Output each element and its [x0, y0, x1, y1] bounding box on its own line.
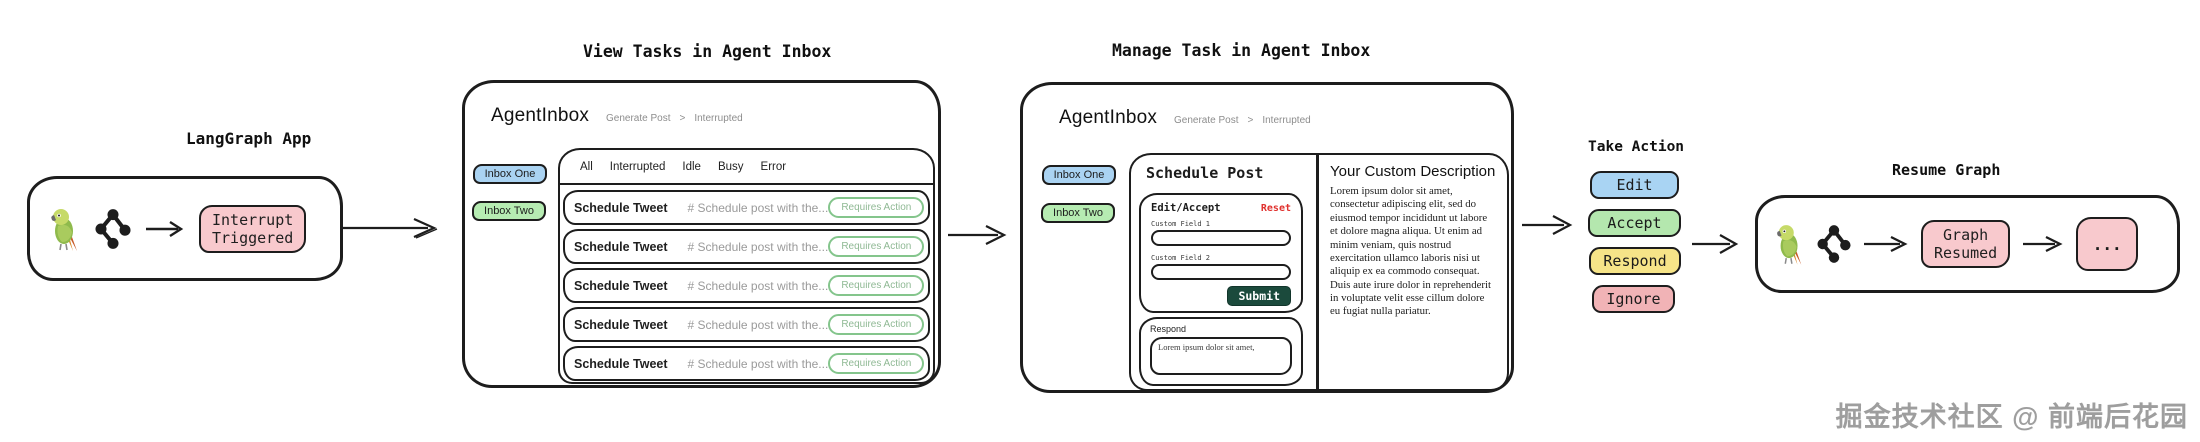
requires-action-badge: Requires Action: [828, 353, 925, 374]
description-title: Your Custom Description: [1330, 163, 1496, 180]
graph-resumed-badge: Graph Resumed: [1921, 220, 2011, 268]
tab-busy[interactable]: Busy: [717, 160, 744, 173]
custom-field-1-label: Custom Field 1: [1151, 220, 1211, 228]
section-title-take-action: Take Action: [1588, 139, 1685, 155]
task-title: Schedule Tweet: [574, 317, 668, 332]
flow-arrow: [948, 225, 1007, 245]
task-row[interactable]: Schedule Tweet # Schedule post with the.…: [563, 268, 930, 303]
task-title: Schedule Tweet: [574, 356, 668, 371]
tab-error[interactable]: Error: [760, 160, 787, 173]
edit-action-button[interactable]: Edit: [1590, 171, 1679, 199]
panel-divider: [1316, 155, 1319, 389]
breadcrumb-item: Interrupted: [1262, 115, 1311, 126]
badge-line: Graph: [1943, 226, 1989, 244]
task-description: # Schedule post with the...: [687, 200, 829, 215]
custom-field-1-input[interactable]: [1151, 230, 1291, 246]
breadcrumb: Generate Post > Interrupted: [1174, 115, 1311, 126]
ignore-action-button[interactable]: Ignore: [1592, 285, 1675, 313]
custom-field-2-input[interactable]: [1151, 264, 1291, 280]
task-list-panel: All Interrupted Idle Busy Error Schedule…: [558, 148, 935, 384]
flow-arrow: [1692, 234, 1739, 254]
requires-action-badge: Requires Action: [828, 197, 925, 218]
task-detail-panel: Schedule Post Edit/Accept Reset Custom F…: [1129, 153, 1509, 391]
task-row[interactable]: Schedule Tweet # Schedule post with the.…: [563, 190, 930, 225]
resume-graph-box: Graph Resumed ...: [1755, 195, 2180, 293]
panel-title: Schedule Post: [1146, 164, 1264, 182]
breadcrumb-item[interactable]: Generate Post: [606, 113, 671, 124]
tab-all[interactable]: All: [580, 160, 593, 173]
tab-idle[interactable]: Idle: [682, 160, 701, 173]
submit-button[interactable]: Submit: [1227, 286, 1291, 306]
task-description: # Schedule post with the...: [687, 356, 829, 371]
flow-arrow: [1522, 215, 1573, 235]
arrow-right-icon: [1862, 233, 1910, 255]
respond-label: Respond: [1150, 324, 1187, 334]
tab-bar: All Interrupted Idle Busy Error: [560, 150, 933, 185]
langgraph-app-box: Interrupt Triggered: [27, 176, 343, 281]
badge-line: Interrupt: [212, 210, 294, 229]
task-row[interactable]: Schedule Tweet # Schedule post with the.…: [563, 229, 930, 264]
next-step-node: ...: [2076, 217, 2139, 271]
respond-panel: Respond Lorem ipsum dolor sit amet,: [1139, 317, 1303, 386]
description-body: Lorem ipsum dolor sit amet, consectetur …: [1330, 185, 1491, 318]
agent-inbox-window-manage: AgentInbox Generate Post > Interrupted I…: [1020, 82, 1514, 393]
parrot-icon: [1774, 222, 1806, 266]
respond-textarea[interactable]: Lorem ipsum dolor sit amet,: [1150, 337, 1292, 375]
breadcrumb: Generate Post > Interrupted: [606, 113, 743, 124]
badge-line: Triggered: [212, 228, 294, 247]
task-description: # Schedule post with the...: [687, 278, 829, 293]
interrupt-triggered-badge: Interrupt Triggered: [199, 204, 307, 253]
requires-action-badge: Requires Action: [828, 314, 925, 335]
tab-interrupted[interactable]: Interrupted: [609, 160, 666, 173]
custom-field-2-label: Custom Field 2: [1151, 254, 1211, 262]
badge-line: Resumed: [1934, 244, 1998, 262]
graph-nodes-icon: [1817, 222, 1851, 266]
task-row[interactable]: Schedule Tweet # Schedule post with the.…: [563, 346, 930, 381]
task-description: # Schedule post with the...: [687, 239, 829, 254]
task-title: Schedule Tweet: [574, 239, 668, 254]
edit-accept-panel: Edit/Accept Reset Custom Field 1 Custom …: [1139, 193, 1303, 313]
parrot-icon: [48, 206, 82, 252]
arrow-right-icon: [144, 218, 186, 240]
section-title-resume-graph: Resume Graph: [1892, 161, 2001, 179]
flow-arrow: [340, 217, 438, 239]
agent-inbox-window-view: AgentInbox Generate Post > Interrupted I…: [462, 80, 941, 388]
requires-action-badge: Requires Action: [828, 275, 925, 296]
task-title: Schedule Tweet: [574, 278, 668, 293]
app-title: AgentInbox: [491, 105, 590, 126]
requires-action-badge: Requires Action: [828, 236, 925, 257]
sidebar-item-inbox-two[interactable]: Inbox Two: [472, 201, 546, 221]
sidebar-item-inbox-two[interactable]: Inbox Two: [1041, 203, 1115, 223]
watermark: 掘金技术社区 @ 前端后花园: [1835, 402, 2188, 432]
edit-accept-label: Edit/Accept: [1151, 202, 1221, 214]
task-title: Schedule Tweet: [574, 200, 668, 215]
respond-action-button[interactable]: Respond: [1589, 247, 1681, 275]
graph-nodes-icon: [95, 206, 131, 252]
task-description: # Schedule post with the...: [687, 317, 829, 332]
breadcrumb-item[interactable]: Generate Post: [1174, 115, 1239, 126]
task-row[interactable]: Schedule Tweet # Schedule post with the.…: [563, 307, 930, 342]
sidebar-item-inbox-one[interactable]: Inbox One: [1042, 165, 1116, 185]
section-title-manage-task: Manage Task in Agent Inbox: [1112, 41, 1371, 60]
breadcrumb-item: Interrupted: [694, 113, 743, 124]
sidebar-item-inbox-one[interactable]: Inbox One: [473, 164, 547, 184]
breadcrumb-separator: >: [1247, 115, 1254, 126]
section-title-langgraph-app: LangGraph App: [186, 129, 312, 148]
arrow-right-icon: [2021, 233, 2065, 255]
breadcrumb-separator: >: [679, 113, 686, 124]
custom-description: Your Custom Description Lorem ipsum dolo…: [1330, 163, 1496, 319]
app-title: AgentInbox: [1059, 107, 1158, 128]
reset-button[interactable]: Reset: [1260, 202, 1291, 214]
accept-action-button[interactable]: Accept: [1588, 209, 1681, 237]
section-title-view-tasks: View Tasks in Agent Inbox: [583, 42, 832, 61]
